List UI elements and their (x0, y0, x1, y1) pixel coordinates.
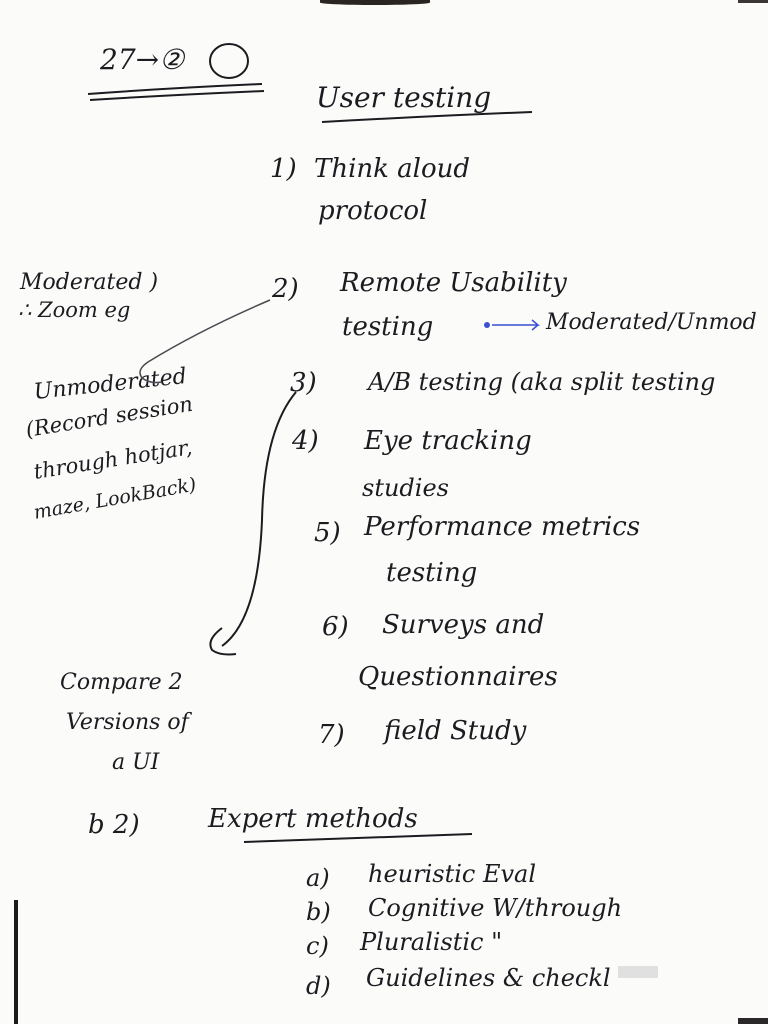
expert-item-number: b) (306, 898, 331, 926)
side-note-line: maze, LookBack) (32, 473, 198, 524)
connector-hook (209, 627, 237, 656)
circled-number-outline (209, 43, 249, 79)
method-continuation: testing (386, 558, 478, 588)
method-arrow-target: Moderated/Unmod (546, 310, 757, 335)
expert-item-number: c) (306, 932, 329, 960)
section-number: b 2) (88, 810, 140, 840)
method-label: Performance metrics (364, 512, 641, 542)
expert-item-number: a) (306, 864, 330, 892)
side-note-line: Compare 2 (60, 670, 183, 695)
lecture-reference: 27→② (100, 43, 185, 76)
expert-item-label: Cognitive W/through (368, 894, 623, 922)
method-number: 1) (270, 154, 297, 184)
method-continuation: testing (342, 312, 434, 342)
method-number: 6) (322, 612, 349, 642)
binding-edge (14, 900, 18, 1024)
method-number: 7) (318, 720, 345, 750)
bullet-dot (484, 322, 490, 328)
expert-item-number: d) (306, 972, 331, 1000)
expert-item-label: heuristic Eval (368, 860, 537, 888)
page-edge-shadow (320, 0, 430, 5)
smudge-mark (618, 966, 658, 978)
method-number: 5) (314, 518, 341, 548)
arrow-right-icon (492, 319, 541, 331)
page-corner-mark (738, 0, 768, 3)
side-note-line: Moderated ) (20, 270, 159, 295)
method-label: Think aloud (314, 154, 471, 184)
connector-line (147, 299, 271, 363)
method-label: Surveys and (382, 610, 545, 640)
section-title: Expert methods (208, 804, 418, 834)
page-corner-mark-bottom (738, 1018, 768, 1024)
header-underline (87, 83, 263, 95)
method-number: 3) (290, 368, 317, 398)
method-label: A/B testing (aka split testing (368, 368, 716, 396)
connector-curve (221, 391, 297, 647)
side-note-line: a UI (112, 750, 160, 775)
section-underline (243, 833, 473, 843)
expert-item-label: Guidelines & checkl (366, 964, 611, 992)
method-continuation: protocol (318, 196, 428, 226)
method-label: Remote Usability (340, 268, 567, 298)
method-number: 4) (292, 426, 319, 456)
side-note-line: Versions of (66, 710, 189, 735)
method-label: field Study (384, 716, 527, 746)
expert-item-label: Pluralistic " (360, 928, 503, 956)
side-note-line: through hotjar, (32, 435, 194, 484)
header-underline (89, 90, 265, 101)
method-number: 2) (272, 274, 299, 304)
method-label: Eye tracking (364, 426, 532, 456)
method-continuation: studies (362, 474, 449, 502)
side-note-line: ∴ Zoom eg (18, 298, 131, 322)
method-continuation: Questionnaires (358, 662, 558, 692)
page-title: User testing (316, 81, 492, 114)
